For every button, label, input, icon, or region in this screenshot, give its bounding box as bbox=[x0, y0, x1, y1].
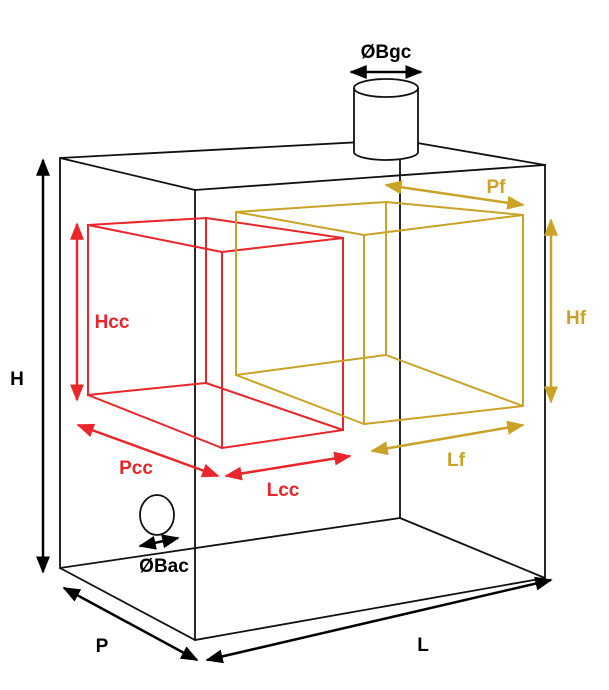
oven-edge-4 bbox=[385, 354, 524, 407]
depth-label: P bbox=[96, 636, 109, 657]
oven-box bbox=[235, 200, 524, 426]
combustion-height-label: Hcc bbox=[95, 312, 130, 333]
chimney bbox=[353, 78, 419, 161]
height-label: H bbox=[10, 369, 24, 390]
oven-length-label: Lf bbox=[447, 450, 466, 471]
air-inlet-hole bbox=[139, 494, 175, 536]
outer-box-edge-bottom-right bbox=[399, 517, 546, 579]
outer-box-edge-bottom-left bbox=[59, 567, 196, 641]
oven-edge-1 bbox=[235, 211, 365, 236]
oven-edge-2 bbox=[385, 201, 524, 216]
air-inlet-diameter-arrow bbox=[138, 534, 180, 550]
length-arrow bbox=[205, 576, 553, 664]
outer-box-edge-top-right bbox=[399, 139, 546, 166]
combustion-length-arrow bbox=[224, 451, 352, 481]
flue-diameter-label: ØBgc bbox=[361, 42, 412, 63]
oven-edge-3 bbox=[235, 374, 365, 425]
outer-box-front-face bbox=[194, 164, 546, 642]
combustion-chamber-edge-3 bbox=[87, 394, 223, 449]
oven-length-arrow bbox=[370, 420, 525, 456]
combustion-depth-arrow bbox=[76, 423, 220, 478]
combustion-chamber-box bbox=[87, 216, 344, 450]
oven-depth-label: Pf bbox=[487, 177, 507, 198]
chimney-body bbox=[353, 88, 419, 161]
chimney-top bbox=[353, 78, 419, 98]
combustion-chamber-edge-2 bbox=[205, 217, 344, 239]
depth-arrow bbox=[62, 586, 199, 662]
combustion-chamber-edge-4 bbox=[205, 382, 344, 431]
combustion-chamber-edge-1 bbox=[87, 224, 223, 253]
combustion-length-label: Lcc bbox=[267, 480, 300, 501]
combustion-chamber-front-face bbox=[221, 236, 344, 450]
combustion-depth-label: Pcc bbox=[119, 458, 153, 479]
length-label: L bbox=[417, 635, 429, 656]
oven-height-label: Hf bbox=[566, 308, 587, 329]
outer-box-edge-top-left bbox=[59, 157, 196, 191]
oven-front-face bbox=[363, 213, 524, 426]
air-inlet-diameter-label: ØBac bbox=[139, 556, 189, 577]
oven-depth-arrow bbox=[384, 180, 525, 210]
